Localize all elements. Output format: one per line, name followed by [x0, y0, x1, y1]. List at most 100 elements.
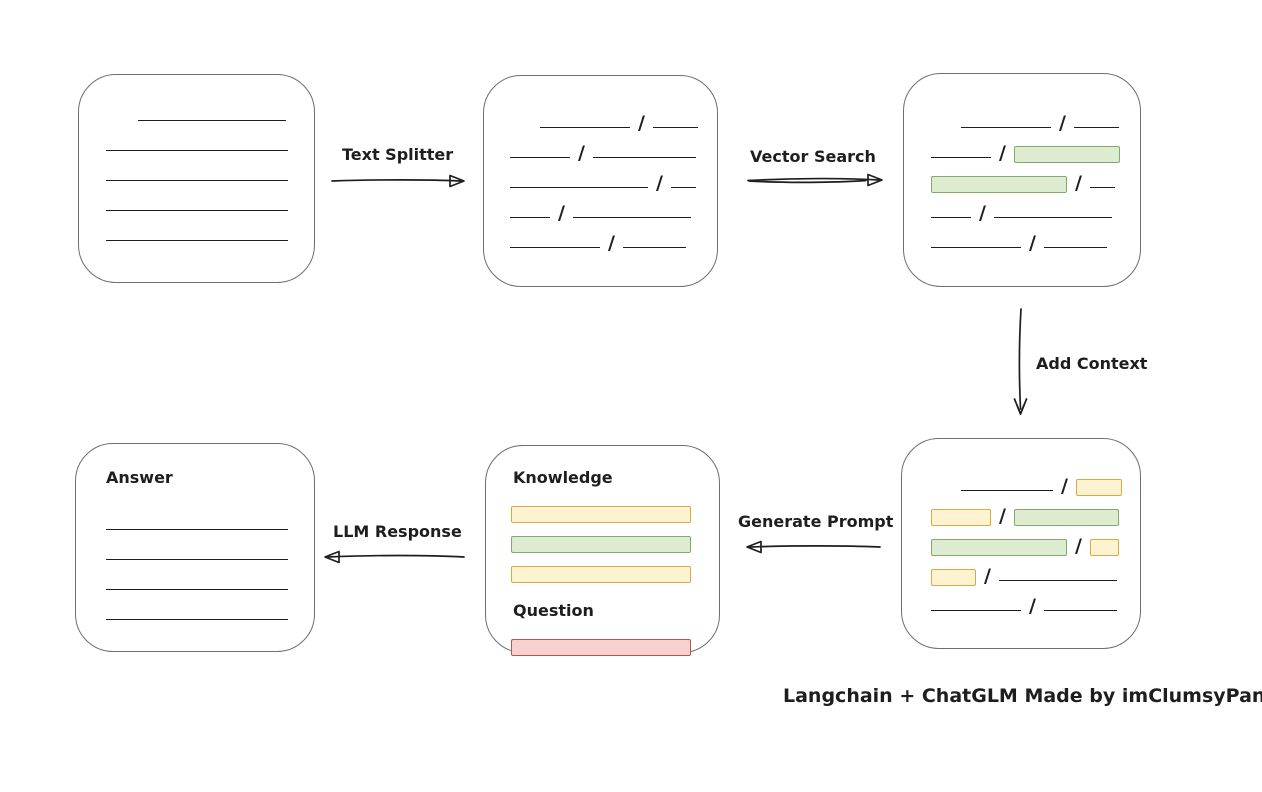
answer-lines — [106, 507, 314, 627]
text-row: / — [510, 225, 717, 255]
text-line — [510, 157, 570, 158]
slash-separator: / — [1075, 535, 1082, 557]
text-line — [1073, 127, 1119, 128]
text-row — [106, 98, 314, 128]
slash-separator: / — [999, 142, 1006, 164]
text-line — [652, 127, 698, 128]
text-line — [622, 247, 686, 248]
slash-separator: / — [1059, 112, 1066, 134]
prompt-box: Knowledge Question — [485, 445, 720, 656]
text-row: / — [931, 498, 1140, 528]
slash-separator: / — [578, 142, 585, 164]
text-row: / — [931, 588, 1140, 618]
add-context-label: Add Context — [1036, 354, 1148, 373]
text-line — [993, 217, 1112, 218]
vector-search-label: Vector Search — [750, 147, 876, 166]
diagram-caption: Langchain + ChatGLM Made by imClumsyPand… — [783, 685, 1262, 707]
text-row: / — [931, 468, 1140, 498]
text-row — [106, 567, 314, 597]
text-line — [510, 217, 550, 218]
slash-separator: / — [656, 172, 663, 194]
text-line — [931, 217, 971, 218]
text-splitter-label: Text Splitter — [342, 145, 454, 164]
generate-prompt-arrow-icon — [746, 540, 881, 554]
vector-search-arrow-icon — [747, 173, 883, 187]
text-row — [511, 628, 719, 658]
text-row: / — [931, 135, 1140, 165]
text-row — [106, 128, 314, 158]
yellow-highlight-chip — [1089, 539, 1119, 556]
yellow-highlight-chip — [931, 509, 991, 526]
text-row: / — [510, 165, 717, 195]
text-row — [106, 158, 314, 188]
text-line — [572, 217, 691, 218]
text-row — [106, 597, 314, 627]
text-row: / — [510, 105, 717, 135]
text-line — [106, 150, 288, 151]
text-line — [106, 240, 288, 241]
text-line — [138, 120, 286, 121]
source-document-box — [78, 74, 315, 283]
text-row — [106, 188, 314, 218]
question-bar — [511, 628, 719, 658]
yellow-highlight-chip — [511, 566, 691, 583]
split-text-box: ///// — [483, 75, 718, 287]
context-added-box: / / / / / — [901, 438, 1141, 649]
text-line — [106, 559, 288, 560]
text-row — [106, 507, 314, 537]
green-highlight-chip — [931, 176, 1067, 193]
text-line — [540, 127, 630, 128]
text-line — [510, 187, 648, 188]
text-row: / — [931, 225, 1140, 255]
text-row — [106, 218, 314, 248]
text-row: / — [510, 195, 717, 225]
answer-heading: Answer — [106, 468, 173, 487]
green-highlight-chip — [1013, 146, 1120, 163]
slash-separator: / — [999, 505, 1006, 527]
text-row — [511, 525, 719, 555]
text-line — [961, 490, 1053, 491]
text-line — [931, 157, 991, 158]
slash-separator: / — [1029, 232, 1036, 254]
red-highlight-chip — [511, 639, 691, 656]
text-line — [1043, 247, 1107, 248]
text-row — [106, 537, 314, 567]
generate-prompt-label: Generate Prompt — [738, 512, 894, 531]
yellow-highlight-chip — [511, 506, 691, 523]
slash-separator: / — [1061, 475, 1068, 497]
text-splitter-arrow-icon — [331, 174, 465, 188]
yellow-highlight-chip — [1075, 479, 1122, 496]
text-line — [106, 529, 288, 530]
text-line — [931, 610, 1021, 611]
slash-separator: / — [558, 202, 565, 224]
text-line — [1043, 610, 1117, 611]
knowledge-heading: Knowledge — [513, 468, 613, 487]
slash-separator: / — [984, 565, 991, 587]
green-highlight-chip — [931, 539, 1067, 556]
vector-search-result-box: / / / / / — [903, 73, 1141, 287]
slash-separator: / — [1029, 595, 1036, 617]
slash-separator: / — [1075, 172, 1082, 194]
text-line — [106, 619, 288, 620]
text-line — [106, 589, 288, 590]
text-line — [510, 247, 600, 248]
text-row: / — [931, 165, 1140, 195]
green-highlight-chip — [511, 536, 691, 553]
text-row — [511, 555, 719, 585]
slash-separator: / — [638, 112, 645, 134]
text-row — [511, 495, 719, 525]
text-line — [592, 157, 696, 158]
green-highlight-chip — [1013, 509, 1119, 526]
text-line — [1089, 187, 1115, 188]
text-row: / — [931, 195, 1140, 225]
knowledge-bars — [511, 495, 719, 585]
text-row: / — [510, 135, 717, 165]
slash-separator: / — [979, 202, 986, 224]
text-line — [106, 180, 288, 181]
question-heading: Question — [513, 601, 594, 620]
text-row: / — [931, 105, 1140, 135]
answer-box: Answer — [75, 443, 315, 652]
text-line — [931, 247, 1021, 248]
text-row: / — [931, 558, 1140, 588]
text-line — [106, 210, 288, 211]
